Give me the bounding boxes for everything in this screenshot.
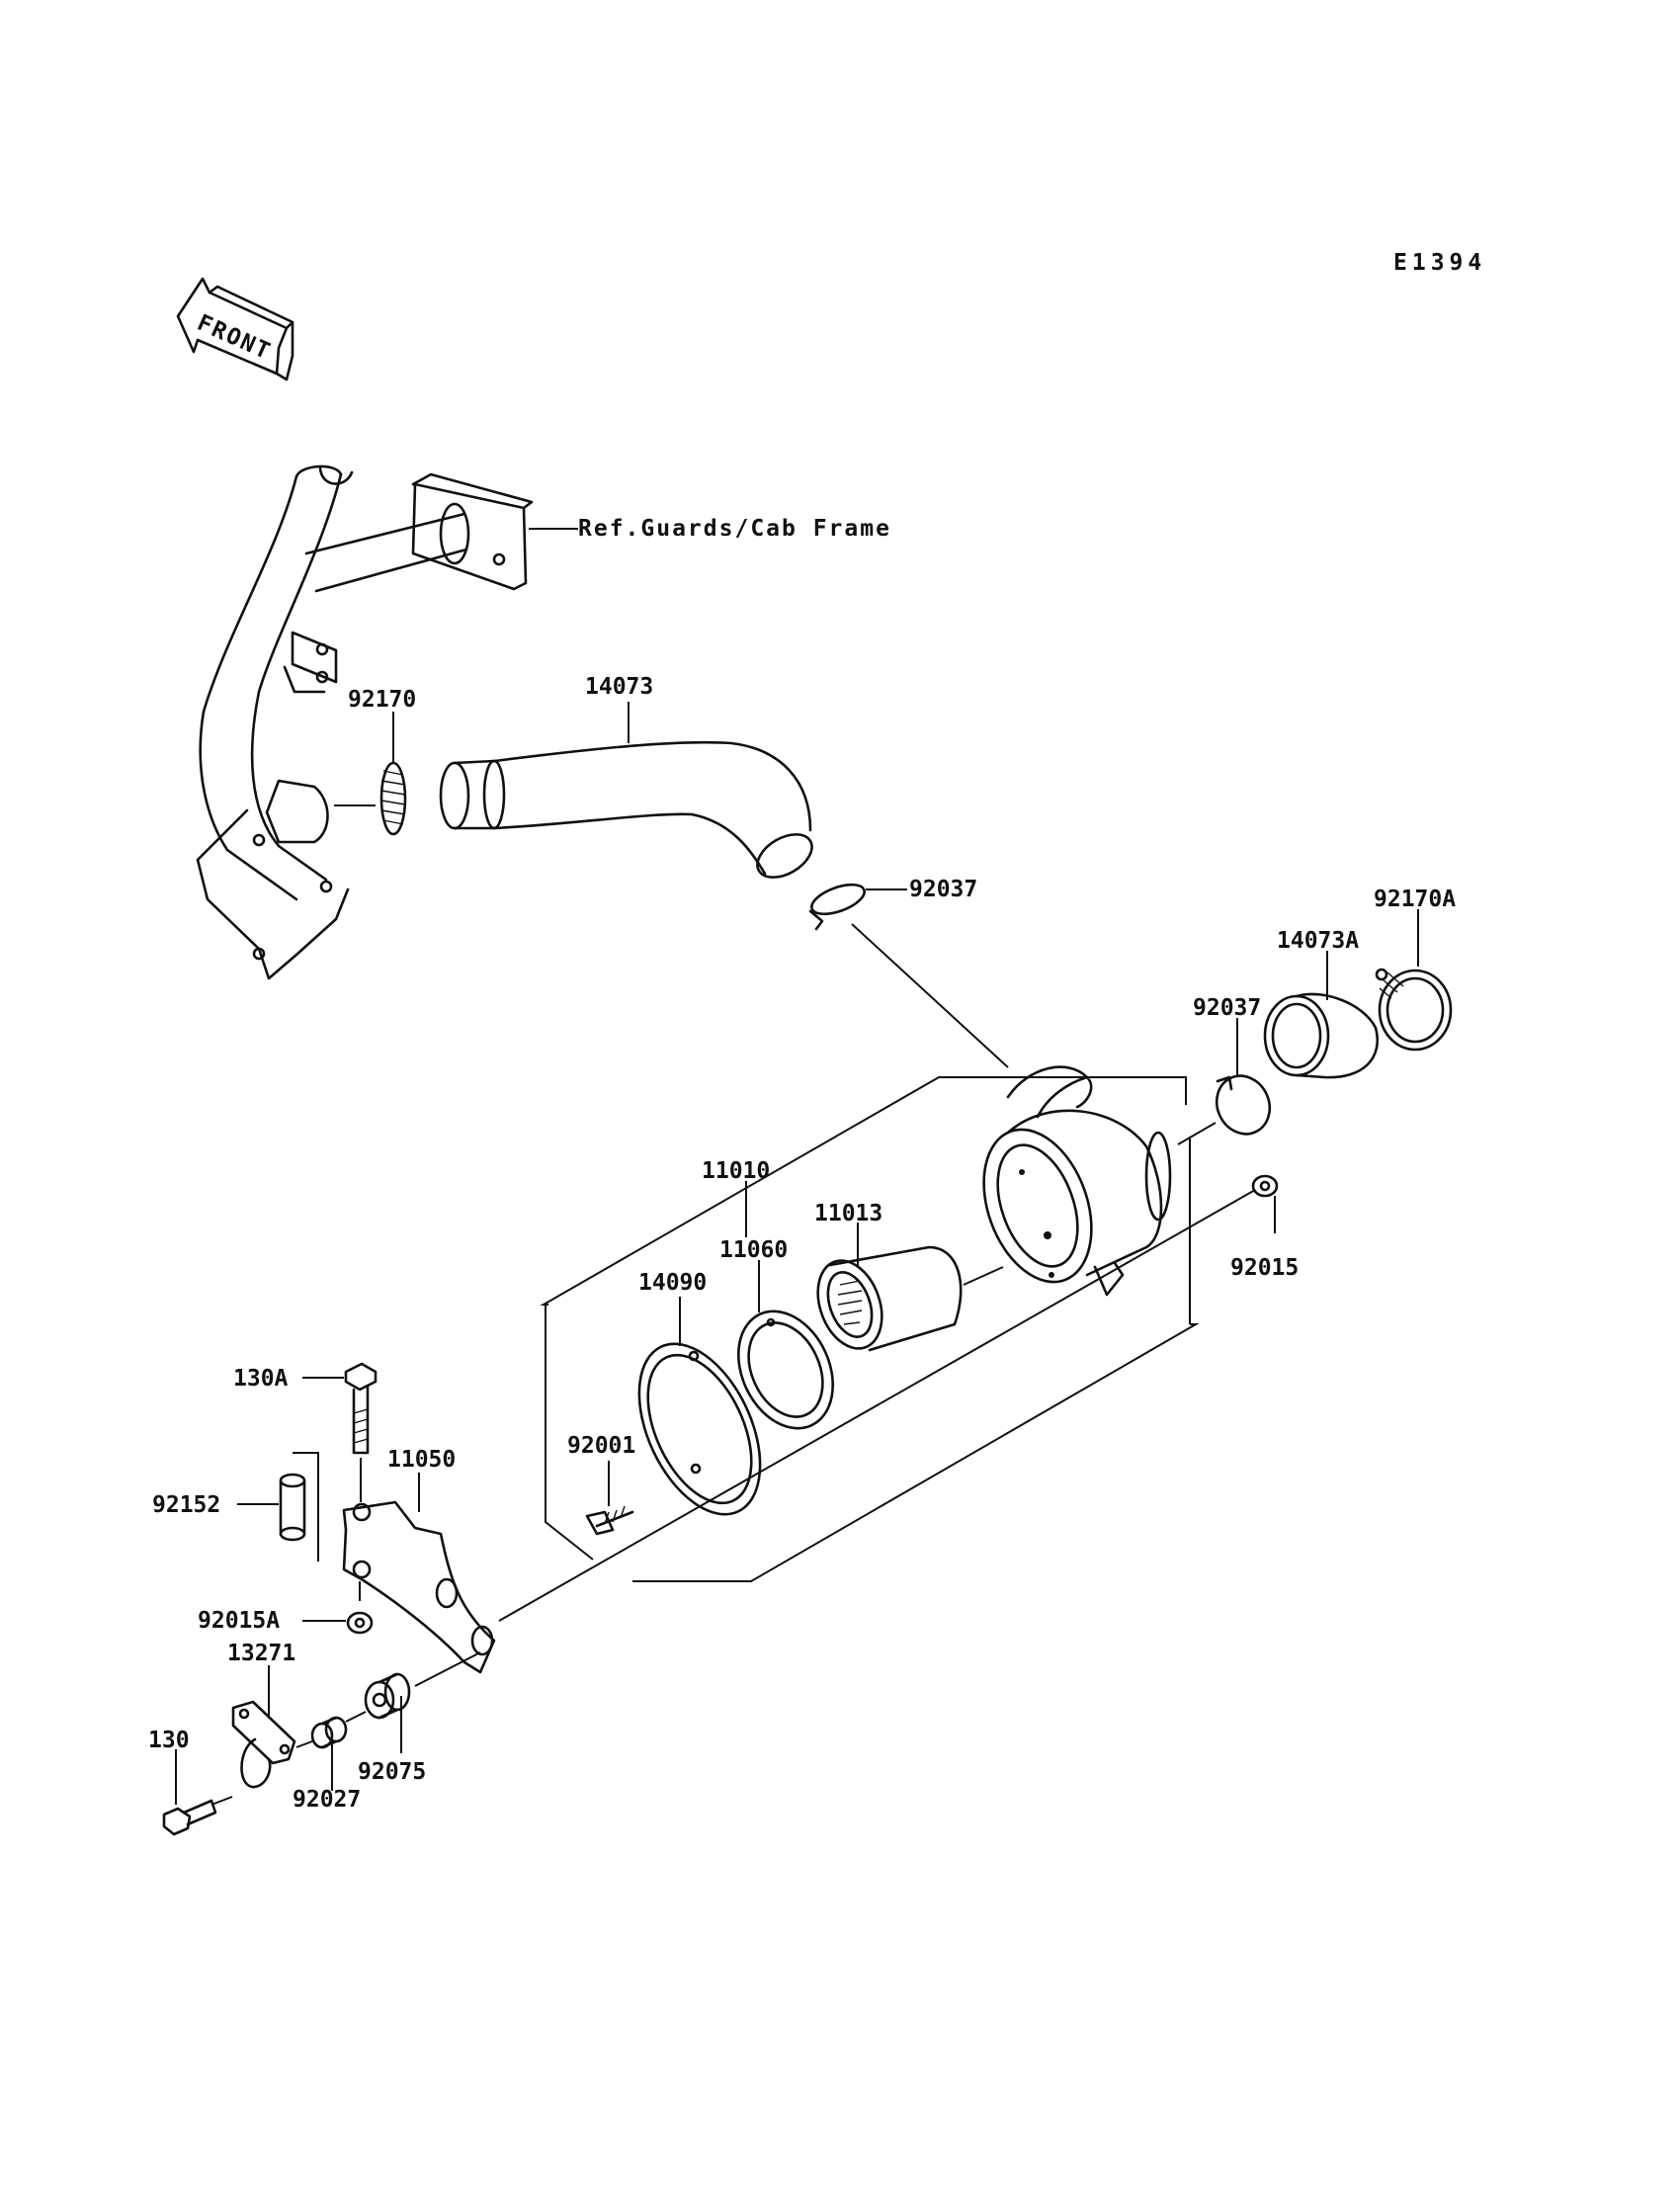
nut-92015A-drawing [346, 1611, 374, 1635]
label-92170A: 92170A [1374, 887, 1456, 912]
label-92001: 92001 [567, 1433, 635, 1459]
intake-duct-14073-drawing [439, 702, 813, 879]
label-11013: 11013 [814, 1201, 882, 1226]
label-92037-upper: 92037 [909, 877, 977, 902]
label-92152: 92152 [152, 1492, 220, 1518]
label-11050: 11050 [387, 1447, 456, 1473]
air-cleaner-housing-drawing [982, 1065, 1172, 1297]
label-92015: 92015 [1230, 1255, 1299, 1281]
label-14073A: 14073A [1277, 928, 1359, 954]
bolt-130A-drawing [344, 1362, 378, 1455]
collar-92152-drawing [279, 1452, 319, 1562]
sleeve-14073A-drawing [1263, 992, 1379, 1079]
label-130A: 130A [233, 1366, 289, 1392]
label-92075: 92075 [358, 1759, 426, 1785]
bolt-130-drawing [162, 1799, 217, 1836]
label-11010: 11010 [702, 1158, 770, 1184]
clamp-92037-upper-drawing [808, 883, 866, 931]
front-direction-arrow-icon: FRONT [176, 277, 294, 381]
label-11060: 11060 [719, 1237, 788, 1263]
label-92170: 92170 [348, 687, 416, 713]
label-130: 130 [148, 1728, 190, 1753]
filter-element-11013-drawing [816, 1245, 1004, 1352]
grommet-92075-drawing [364, 1672, 411, 1720]
cover-14090-drawing [637, 1342, 762, 1516]
gasket-11060-drawing [736, 1310, 835, 1430]
label-14073: 14073 [585, 674, 653, 700]
assembly-11010-bracket [540, 1076, 1200, 1582]
label-14090: 14090 [638, 1270, 707, 1296]
label-92037-lower: 92037 [1193, 995, 1261, 1021]
bracket-11050-drawing [342, 1500, 496, 1674]
cab-frame-drawing [196, 465, 534, 980]
bracket-13271-drawing [231, 1700, 296, 1789]
nut-92015-drawing [1251, 1174, 1279, 1198]
collar-92027-drawing [310, 1716, 348, 1749]
wing-screw-92001-drawing [585, 1505, 634, 1536]
reference-note: Ref.Guards/Cab Frame [578, 516, 891, 542]
clamp-92170A-drawing [1375, 968, 1453, 1052]
label-92027: 92027 [293, 1787, 361, 1813]
mount-bolt-axis [498, 1189, 1256, 1622]
label-13271: 13271 [227, 1641, 295, 1666]
diagram-code: E1394 [1393, 250, 1486, 276]
clamp-92170-drawing [379, 761, 407, 836]
clamp-92037-lower-drawing [1215, 1074, 1272, 1136]
label-92015A: 92015A [198, 1608, 280, 1634]
